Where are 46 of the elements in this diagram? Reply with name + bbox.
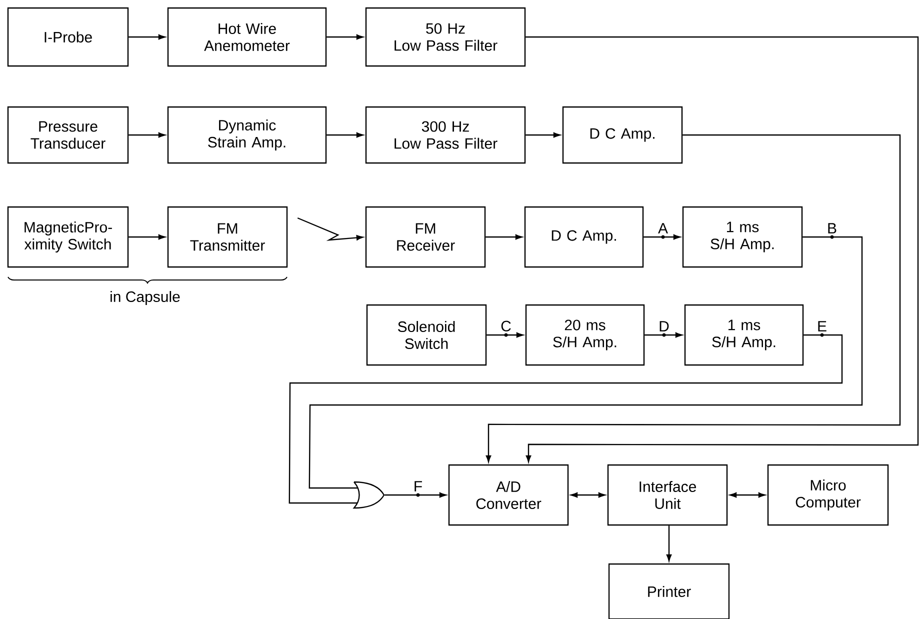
signal-arrow — [486, 234, 522, 240]
block-box: 50 Hz Low Pass Filter — [365, 7, 526, 67]
block-box: D C Amp. — [524, 206, 644, 268]
block-box: 1 ms S/H Amp. — [684, 304, 804, 366]
block-box: Printer — [608, 563, 730, 619]
edge-label: A — [658, 223, 668, 234]
edge-label: F — [414, 481, 422, 492]
block-box: MagneticPro- ximity Switch — [7, 206, 129, 268]
signal-arrow — [128, 34, 166, 40]
signal-arrow — [486, 134, 901, 462]
signal-arrow — [644, 234, 680, 240]
or-gate — [353, 481, 385, 509]
block-box: Solenoid Switch — [366, 304, 487, 366]
signal-arrow — [128, 234, 166, 240]
block-box: D C Amp. — [562, 106, 683, 164]
signal-arrow — [570, 492, 606, 498]
signal-arrow — [326, 34, 364, 40]
block-box: Micro Computer — [767, 464, 889, 526]
block-box: FM Transmitter — [167, 206, 288, 268]
signal-line — [308, 236, 863, 489]
edge-label: B — [828, 223, 836, 234]
block-box: 300 Hz Low Pass Filter — [365, 106, 526, 164]
edge-label: C — [501, 320, 511, 332]
signal-arrow — [730, 492, 766, 498]
radio-link-arrow — [297, 217, 364, 241]
signal-arrow — [326, 132, 364, 138]
block-box: Dynamic Strain Amp. — [167, 106, 327, 164]
block-box: A/D Converter — [448, 464, 569, 526]
capsule-note: in Capsule — [110, 291, 180, 305]
signal-arrow — [384, 492, 446, 498]
edge-label: E — [818, 321, 826, 332]
signal-arrow — [486, 332, 524, 338]
block-box: 20 ms S/H Amp. — [525, 304, 645, 366]
signal-arrow — [526, 36, 919, 462]
block-box: Hot Wire Anemometer — [167, 7, 327, 67]
signal-arrow — [666, 526, 672, 562]
block-box: FM Receiver — [365, 206, 486, 268]
edge-label: D — [660, 321, 669, 332]
signal-line — [288, 334, 843, 504]
signal-arrow — [128, 132, 166, 138]
block-box: I-Probe — [7, 7, 129, 67]
block-box: Pressure Transducer — [7, 106, 129, 164]
signal-arrow — [526, 132, 560, 138]
block-box: Interface Unit — [607, 464, 728, 526]
signal-arrow — [644, 332, 682, 338]
block-box: 1 ms S/H Amp. — [682, 206, 803, 268]
